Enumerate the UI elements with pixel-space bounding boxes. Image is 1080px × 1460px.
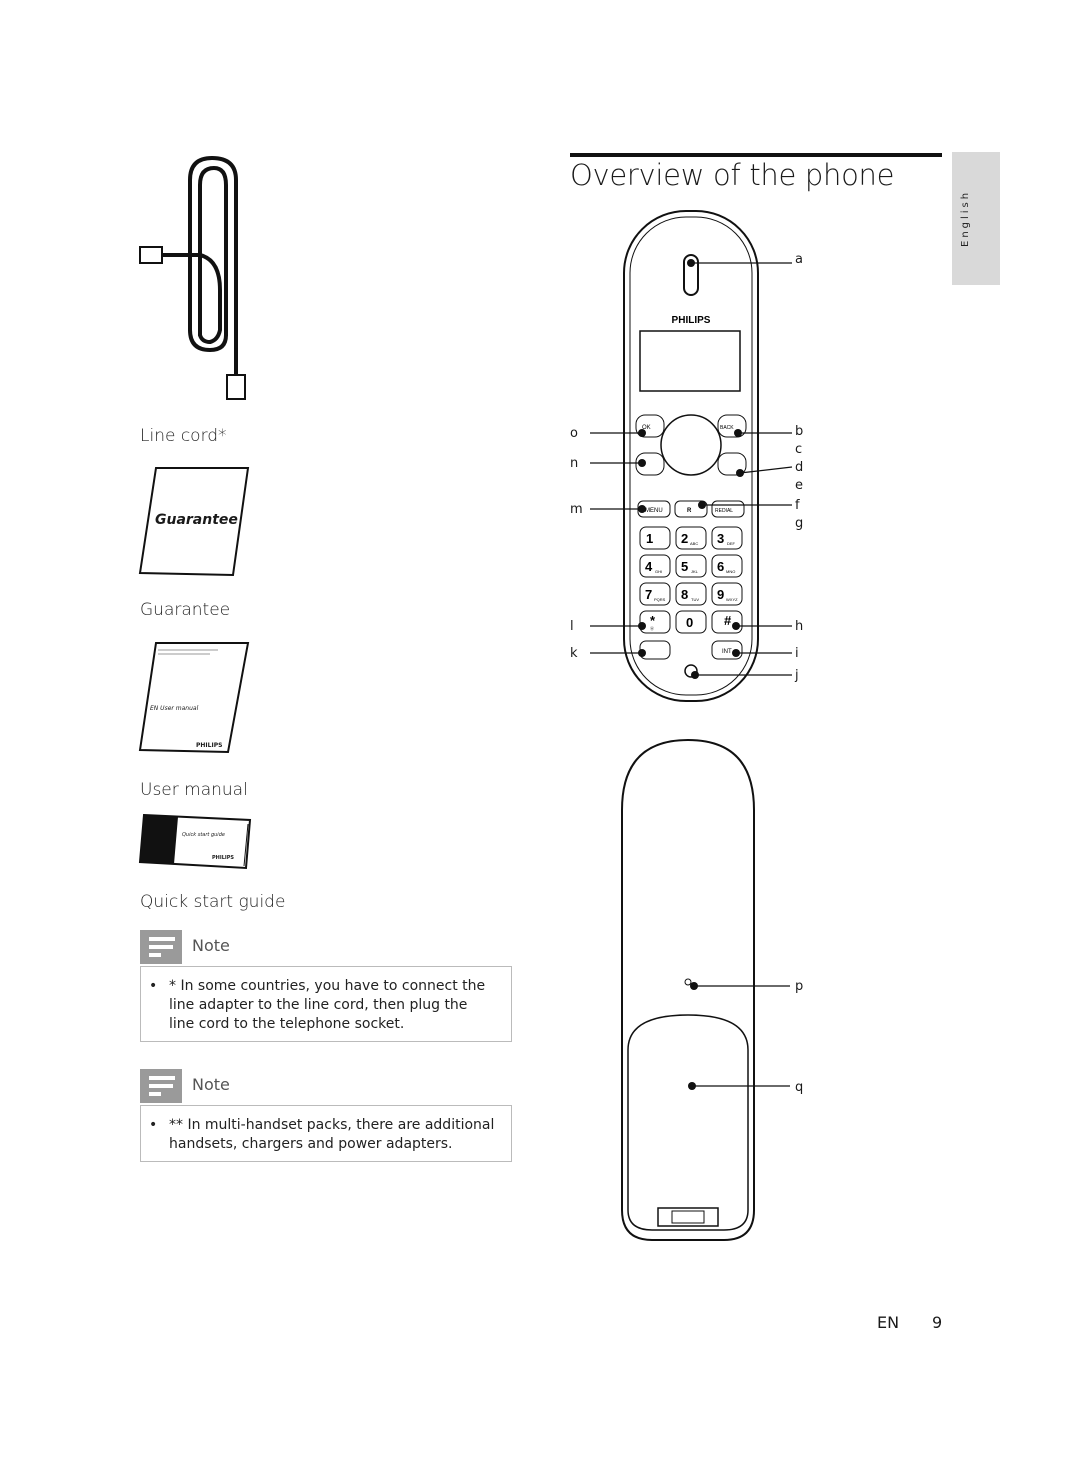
- note-header-1: Note: [140, 930, 512, 964]
- key-back: BACK: [720, 425, 734, 431]
- key-star-sub: Ⓐ: [650, 625, 654, 631]
- line-cord-illustration: [139, 155, 246, 400]
- key-menu: MENU: [645, 508, 663, 514]
- user-manual-cover-text: EN User manual: [150, 705, 199, 712]
- key-hash: #: [724, 613, 732, 628]
- user-manual-brand: PHILIPS: [196, 742, 223, 749]
- note-text-2: ** In multi-handset packs, there are add…: [169, 1117, 495, 1152]
- key-9: 9: [717, 587, 724, 602]
- line-cord-caption: Line cord*: [140, 426, 227, 446]
- callout-4: d: [795, 460, 804, 475]
- callout-11: k: [570, 646, 578, 661]
- key-1: 1: [646, 531, 653, 546]
- quick-start-caption: Quick start guide: [140, 892, 286, 912]
- note-icon: [140, 1069, 182, 1103]
- language-tab: English: [952, 152, 1000, 285]
- guarantee-caption: Guarantee: [140, 600, 231, 620]
- user-manual-illustration: [138, 642, 250, 754]
- note-header-2: Note: [140, 1069, 512, 1103]
- guarantee-card-illustration: [138, 467, 250, 577]
- key-ok: OK: [642, 425, 651, 431]
- title-rule: [570, 153, 942, 157]
- callout-16: p: [795, 979, 804, 994]
- footer-language: EN: [877, 1313, 900, 1332]
- key-4-sub: GHI: [655, 569, 662, 574]
- note-bullet: •: [149, 1117, 158, 1133]
- callout-12: l: [570, 619, 574, 634]
- note-box-2: • ** In multi-handset packs, there are a…: [140, 1105, 512, 1162]
- callout-5: e: [795, 478, 803, 493]
- callout-10: j: [795, 668, 799, 683]
- key-2-sub: ABC: [690, 541, 698, 546]
- callout-8: h: [795, 619, 804, 634]
- callout-17: q: [795, 1080, 804, 1095]
- quick-start-illustration: [138, 813, 252, 870]
- key-r: R: [687, 508, 692, 514]
- key-4: 4: [645, 559, 653, 574]
- page-number: 9: [932, 1313, 943, 1332]
- phone-front-diagram: PHILIPS OK BACK MENU R REDIAL 1 2 3 4 5 …: [590, 210, 793, 702]
- callout-9: i: [795, 646, 799, 661]
- key-redial: REDIAL: [715, 508, 733, 514]
- key-5: 5: [681, 559, 688, 574]
- key-int: INT: [722, 649, 732, 655]
- key-7: 7: [645, 587, 652, 602]
- callout-2: b: [795, 424, 804, 439]
- key-star: *: [650, 613, 656, 628]
- key-5-sub: JKL: [691, 569, 699, 574]
- callout-13: m: [570, 502, 583, 517]
- quick-start-brand: PHILIPS: [212, 855, 235, 861]
- key-0: 0: [686, 615, 693, 630]
- callout-3: c: [795, 442, 803, 457]
- key-3-sub: DEF: [727, 541, 736, 546]
- note-label: Note: [192, 936, 230, 955]
- phone-back-diagram: [621, 738, 790, 1241]
- key-8: 8: [681, 587, 688, 602]
- note-box-1: • * In some countries, you have to conne…: [140, 966, 512, 1042]
- note-icon: [140, 930, 182, 964]
- key-8-sub: TUV: [691, 597, 699, 602]
- guarantee-card-label: Guarantee: [155, 512, 238, 528]
- note-text-1: * In some countries, you have to connect…: [169, 978, 486, 1032]
- callout-15: o: [570, 426, 578, 441]
- quick-start-cover-text: Quick start guide: [182, 832, 225, 838]
- key-7-sub: PQRS: [654, 597, 666, 602]
- language-tab-label: English: [960, 189, 971, 247]
- page-title: Overview of the phone: [570, 158, 895, 192]
- key-6-sub: MNO: [726, 569, 735, 574]
- key-2: 2: [681, 531, 688, 546]
- callout-7: g: [795, 516, 804, 531]
- user-manual-caption: User manual: [140, 780, 248, 800]
- callout-1: a: [795, 252, 803, 267]
- note-bullet: •: [149, 978, 158, 994]
- callout-14: n: [570, 456, 579, 471]
- phone-brand: PHILIPS: [672, 315, 711, 326]
- note-label: Note: [192, 1075, 230, 1094]
- callout-6: f: [795, 498, 800, 513]
- key-9-sub: WXYZ: [726, 597, 738, 602]
- key-3: 3: [717, 531, 724, 546]
- key-6: 6: [717, 559, 724, 574]
